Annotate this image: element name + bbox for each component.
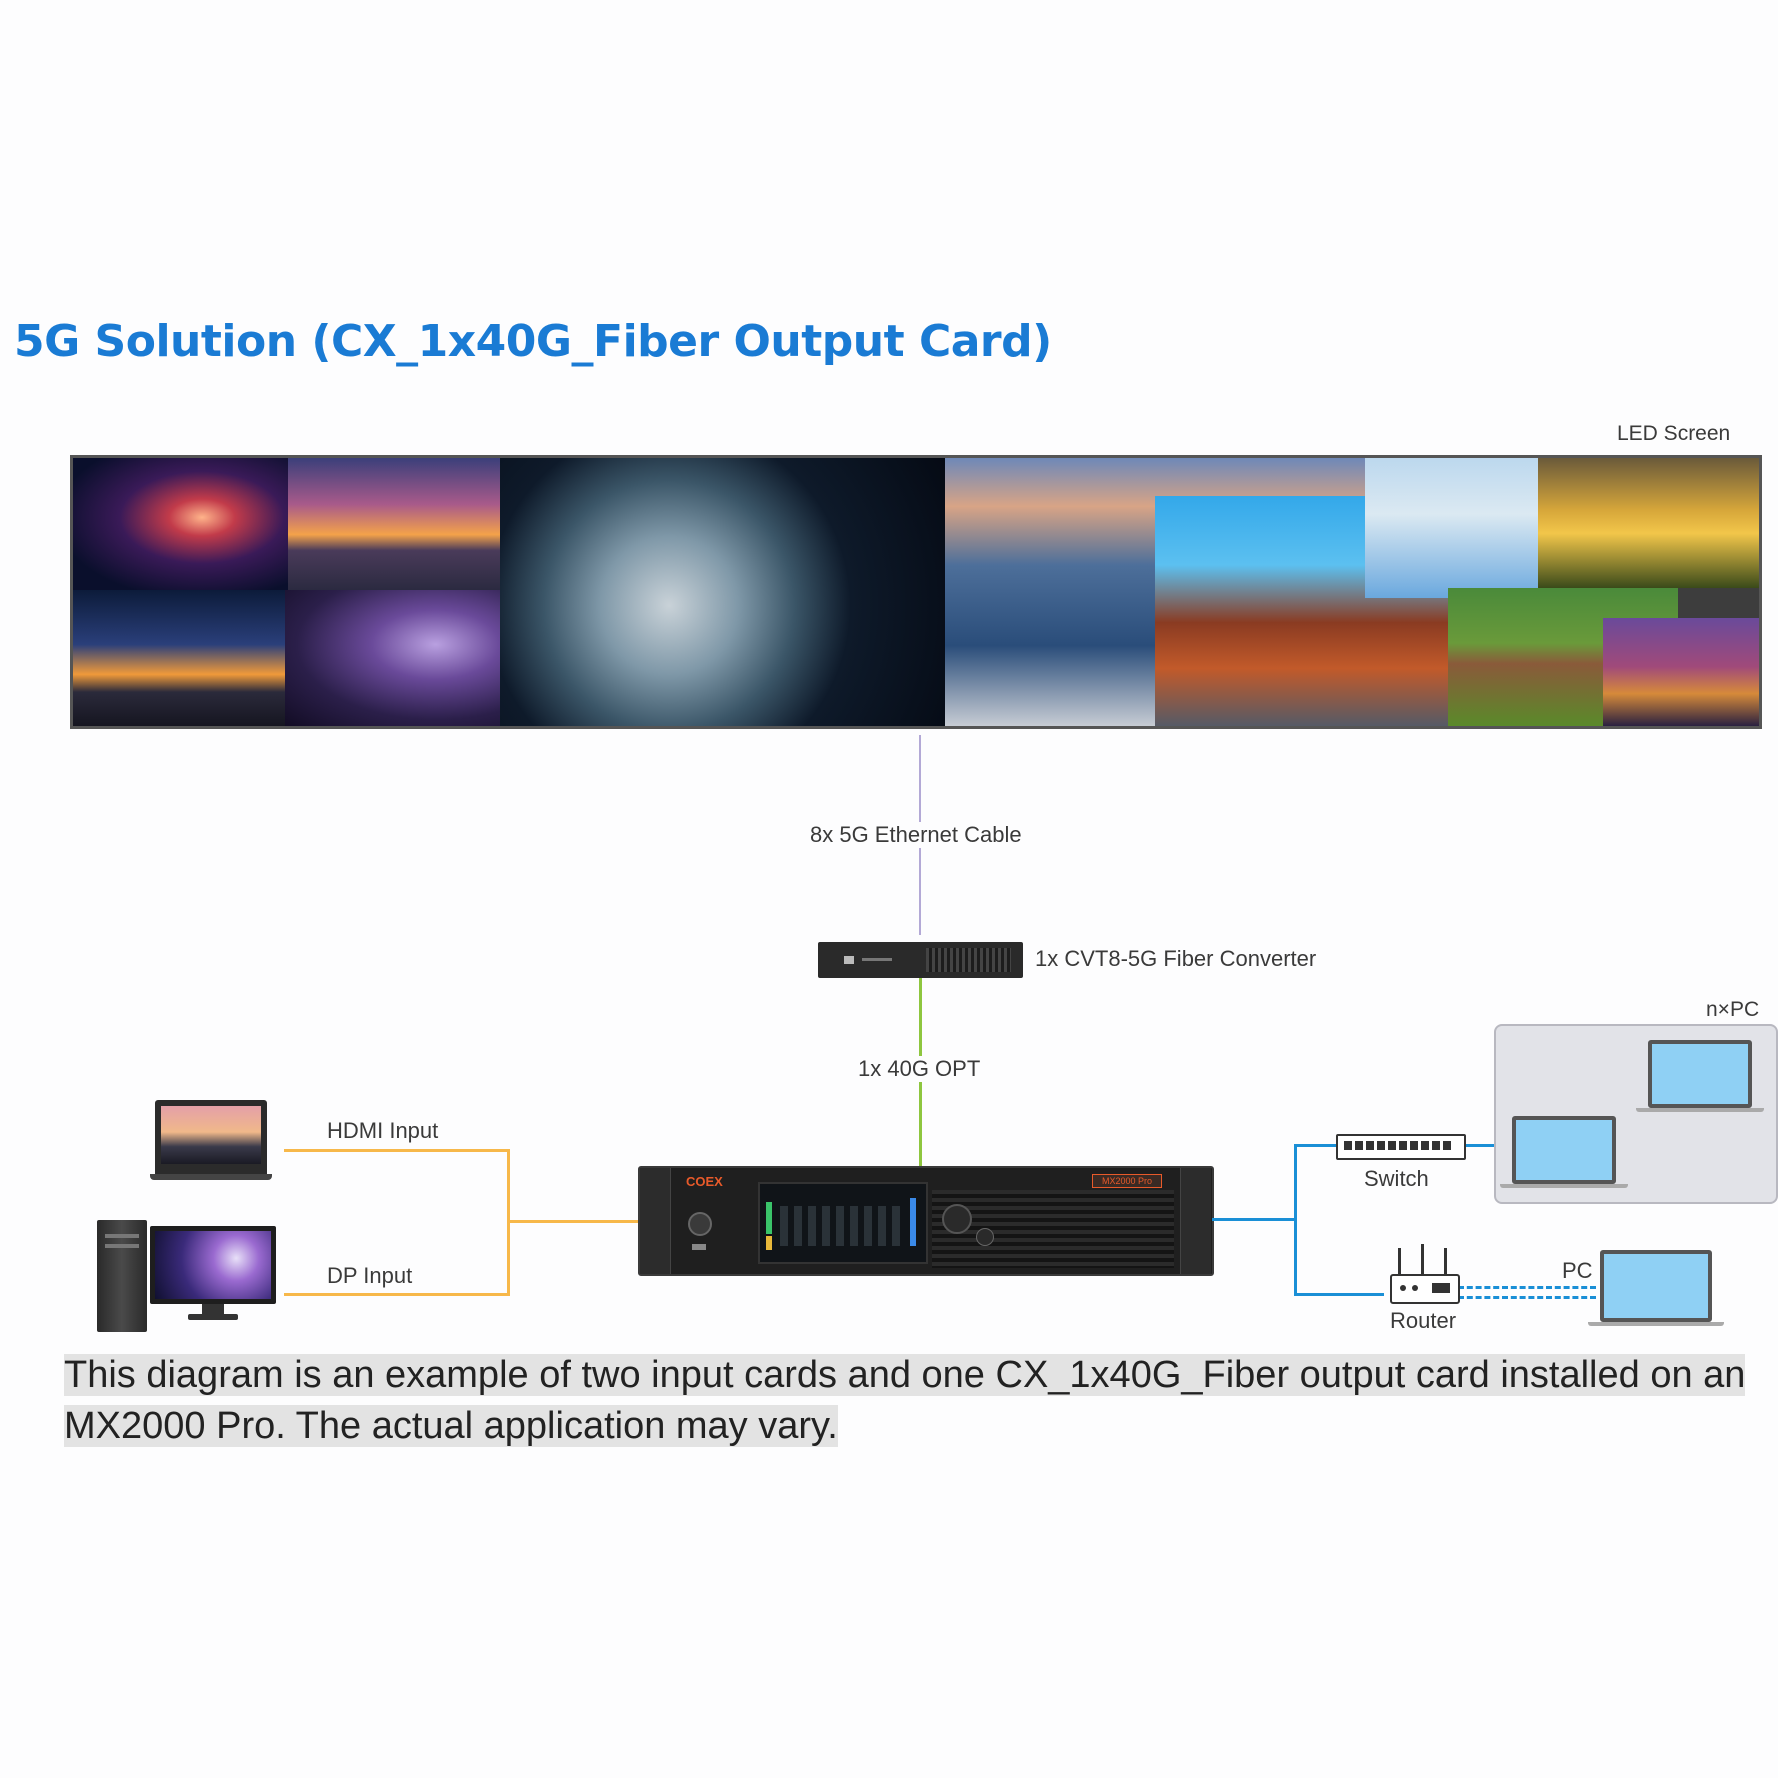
switch-label: Switch bbox=[1364, 1166, 1429, 1191]
laptop-base bbox=[150, 1174, 272, 1180]
power-knob bbox=[688, 1212, 712, 1236]
pc-label: PC bbox=[1562, 1258, 1593, 1283]
screen-green-bar bbox=[766, 1202, 772, 1234]
laptop-base bbox=[1636, 1108, 1764, 1112]
left-rack-ear bbox=[640, 1168, 671, 1274]
router-to-pc-dashed-line bbox=[1458, 1286, 1596, 1289]
router-antenna bbox=[1444, 1248, 1447, 1274]
right-rack-ear bbox=[1180, 1168, 1211, 1274]
network-split-line bbox=[1294, 1144, 1297, 1296]
fiber-converter-label: 1x CVT8-5G Fiber Converter bbox=[1035, 946, 1317, 971]
sky-image bbox=[1365, 458, 1538, 598]
router-antenna bbox=[1398, 1248, 1401, 1274]
nebula-image bbox=[285, 590, 500, 726]
hdmi-input-line bbox=[284, 1149, 510, 1152]
coast-night-image bbox=[73, 590, 285, 726]
monitor-icon bbox=[150, 1226, 276, 1304]
page-title: 5G Solution (CX_1x40G_Fiber Output Card) bbox=[14, 316, 1052, 367]
laptop-icon bbox=[155, 1100, 267, 1178]
model-badge: MX2000 Pro bbox=[1092, 1174, 1162, 1188]
city-night-image bbox=[1603, 618, 1759, 726]
screen-yellow-bar bbox=[766, 1236, 772, 1250]
pc-tower-icon bbox=[97, 1220, 147, 1332]
router-antenna bbox=[1421, 1244, 1424, 1274]
switch-to-pcs-line bbox=[1462, 1144, 1494, 1147]
laptop-base bbox=[1588, 1322, 1724, 1326]
touch-screen bbox=[758, 1182, 928, 1264]
hdmi-input-label: HDMI Input bbox=[327, 1118, 439, 1143]
brand-logo: COEX bbox=[686, 1174, 723, 1189]
dp-input-label: DP Input bbox=[327, 1263, 413, 1288]
laptop-icon bbox=[1512, 1116, 1616, 1184]
ok-button bbox=[976, 1228, 994, 1246]
switch-icon bbox=[1336, 1134, 1466, 1160]
mx2000-pro-device: COEX MX2000 Pro bbox=[638, 1166, 1214, 1276]
screen-blue-bar bbox=[910, 1198, 916, 1246]
galaxy-image bbox=[73, 458, 288, 590]
router-icon bbox=[1390, 1274, 1460, 1304]
screen-content bbox=[780, 1206, 900, 1246]
usb-port bbox=[692, 1244, 706, 1250]
laptop-icon bbox=[1648, 1040, 1752, 1108]
caption-text: This diagram is an example of two input … bbox=[64, 1354, 1746, 1447]
jog-knob bbox=[942, 1204, 972, 1234]
input-to-device-line bbox=[507, 1220, 640, 1223]
pier-sunset-image bbox=[288, 458, 500, 590]
fiber-converter-device bbox=[818, 942, 1023, 978]
to-router-line bbox=[1294, 1293, 1384, 1296]
opt-label: 1x 40G OPT bbox=[856, 1056, 983, 1082]
monitor-stand bbox=[202, 1304, 224, 1316]
router-led bbox=[1400, 1285, 1406, 1291]
laptop-base bbox=[1500, 1184, 1628, 1188]
converter-port bbox=[862, 958, 892, 961]
monitor-foot bbox=[188, 1314, 238, 1320]
led-screen bbox=[70, 455, 1762, 729]
switch-ports bbox=[1344, 1141, 1454, 1150]
device-vent bbox=[932, 1190, 1174, 1268]
led-screen-label: LED Screen bbox=[1617, 422, 1731, 445]
converter-port bbox=[844, 956, 854, 964]
laptop-screen bbox=[161, 1106, 261, 1164]
dp-input-line bbox=[284, 1293, 510, 1296]
router-port bbox=[1432, 1283, 1450, 1293]
diagram-caption: This diagram is an example of two input … bbox=[64, 1350, 1769, 1452]
router-led bbox=[1412, 1285, 1418, 1291]
converter-vent bbox=[926, 948, 1011, 972]
monitor-screen bbox=[155, 1231, 271, 1299]
router-label: Router bbox=[1390, 1308, 1457, 1333]
tree-sunset-image bbox=[1538, 458, 1759, 588]
ethernet-cable-label: 8x 5G Ethernet Cable bbox=[808, 822, 1024, 848]
router-to-pc-dashed-line-2 bbox=[1458, 1296, 1596, 1299]
npc-label: n×PC bbox=[1706, 998, 1760, 1021]
tower-slot bbox=[105, 1244, 139, 1248]
output-network-line bbox=[1212, 1218, 1296, 1221]
laptop-icon bbox=[1600, 1250, 1712, 1322]
planet-image bbox=[500, 458, 945, 726]
to-switch-line bbox=[1294, 1144, 1338, 1147]
tower-slot bbox=[105, 1234, 139, 1238]
